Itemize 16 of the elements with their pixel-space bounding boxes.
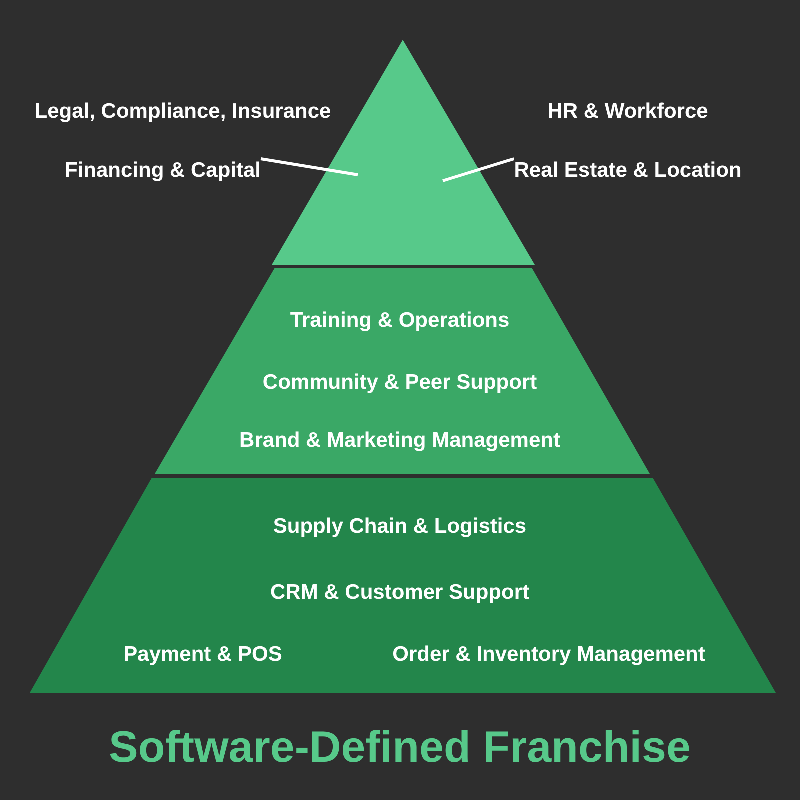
callout-label: Legal, Compliance, Insurance <box>34 100 332 124</box>
callout-label: Financing & Capital <box>65 159 261 183</box>
tier-label: CRM & Customer Support <box>270 581 530 605</box>
tier-label: Community & Peer Support <box>262 371 538 395</box>
tier-label: Supply Chain & Logistics <box>273 515 527 539</box>
callout-label: HR & Workforce <box>548 100 708 124</box>
tier-label: Order & Inventory Management <box>392 643 706 667</box>
diagram-title: Software-Defined Franchise <box>109 723 691 773</box>
tier-label: Training & Operations <box>290 309 510 333</box>
callout-label: Real Estate & Location <box>514 159 742 183</box>
leader-line <box>442 158 515 182</box>
pyramid-middle-tier <box>155 268 650 474</box>
tier-label: Brand & Marketing Management <box>240 429 560 453</box>
pyramid-bottom-tier <box>30 478 776 693</box>
leader-line <box>260 158 358 176</box>
tier-label: Payment & POS <box>124 643 282 667</box>
